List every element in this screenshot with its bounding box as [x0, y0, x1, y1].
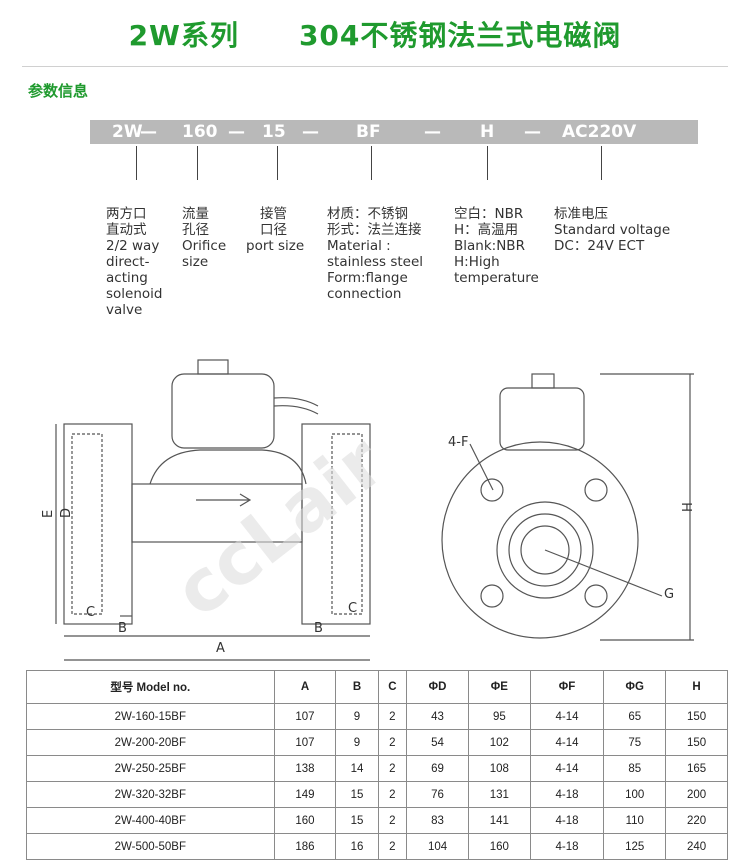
flow-arrow-icon [196, 493, 252, 507]
label-C-left: C [86, 605, 95, 620]
leader-line [487, 146, 488, 180]
label-C-right: C [348, 601, 357, 616]
technical-drawing: E D C B C B A 4-F G H ccLair [41, 359, 696, 661]
code-part: H [480, 122, 495, 142]
leader-line [601, 146, 602, 180]
table-header-row: 型号 Model no. A B C ΦD ΦE ΦF ΦG H [26, 670, 728, 704]
code-part: 15 [262, 122, 286, 142]
left-flange [63, 423, 133, 625]
label-B-right: B [314, 621, 323, 636]
label-H: H [681, 502, 696, 512]
code-sep: — [302, 122, 319, 142]
code-part: BF [356, 122, 381, 142]
leader-line [197, 146, 198, 180]
code-sep: — [140, 122, 157, 142]
code-part: 160 [182, 122, 218, 142]
code-sep: — [524, 122, 541, 142]
series-title: 2W系列 [128, 19, 239, 52]
valve-body [131, 483, 303, 543]
label-E: E [41, 510, 56, 518]
code-sep: — [228, 122, 245, 142]
front-coil [499, 387, 585, 451]
leader-line [277, 146, 278, 180]
page-title: 2W系列 304不锈钢法兰式电磁阀 [0, 14, 750, 54]
label-B-left: B [118, 621, 127, 636]
label-D: D [59, 508, 74, 518]
section-title: 参数信息 [28, 82, 89, 100]
divider [22, 66, 728, 67]
leader-line [371, 146, 372, 180]
product-title: 304不锈钢法兰式电磁阀 [298, 19, 622, 52]
code-part: 2W [112, 122, 143, 142]
code-part: AC220V [562, 122, 637, 142]
code-sep: — [424, 122, 441, 142]
leader-line [136, 146, 137, 180]
label-A: A [216, 641, 225, 656]
front-flange [441, 441, 639, 639]
coil [171, 373, 275, 449]
label-G: G [664, 587, 674, 602]
spec-table: 型号 Model no. A B C ΦD ΦE ΦF ΦG H 2W-160-… [26, 670, 728, 860]
model-code-bar: 2W — 160 — 15 — BF — H — AC220V [90, 120, 698, 144]
watermark-logo: ccLair [159, 419, 400, 633]
label-F: 4-F [448, 435, 468, 450]
